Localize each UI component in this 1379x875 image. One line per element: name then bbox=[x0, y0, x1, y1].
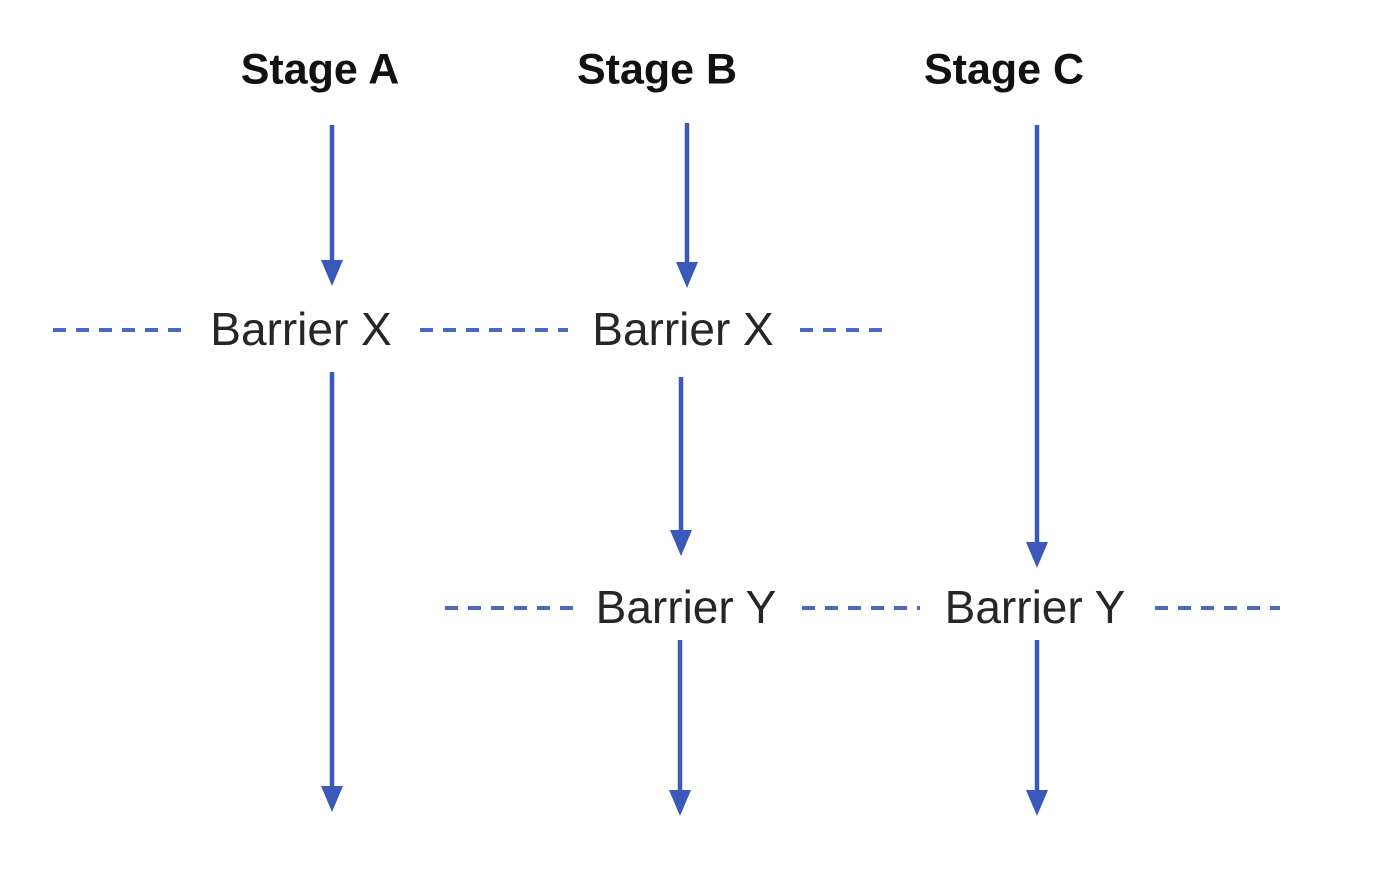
stage-c-title: Stage C bbox=[923, 45, 1085, 94]
barrier-x-label-stage-a: Barrier X bbox=[204, 306, 398, 352]
stage-b-arrow-top bbox=[676, 123, 698, 288]
stage-a-arrow-bottom bbox=[321, 372, 343, 812]
stage-a-title: Stage A bbox=[240, 45, 400, 94]
stage-b-arrow-middle bbox=[670, 377, 692, 556]
barrier-y-label-stage-c: Barrier Y bbox=[938, 584, 1132, 630]
stage-b-arrow-bottom bbox=[669, 640, 691, 816]
stage-b-title: Stage B bbox=[576, 45, 738, 94]
stage-c-arrow-top bbox=[1026, 125, 1048, 568]
barrier-y-label-stage-b: Barrier Y bbox=[589, 584, 783, 630]
barrier-x-label-stage-b: Barrier X bbox=[586, 306, 780, 352]
stage-c-arrow-bottom bbox=[1026, 640, 1048, 816]
stage-a-arrow-top bbox=[321, 125, 343, 286]
